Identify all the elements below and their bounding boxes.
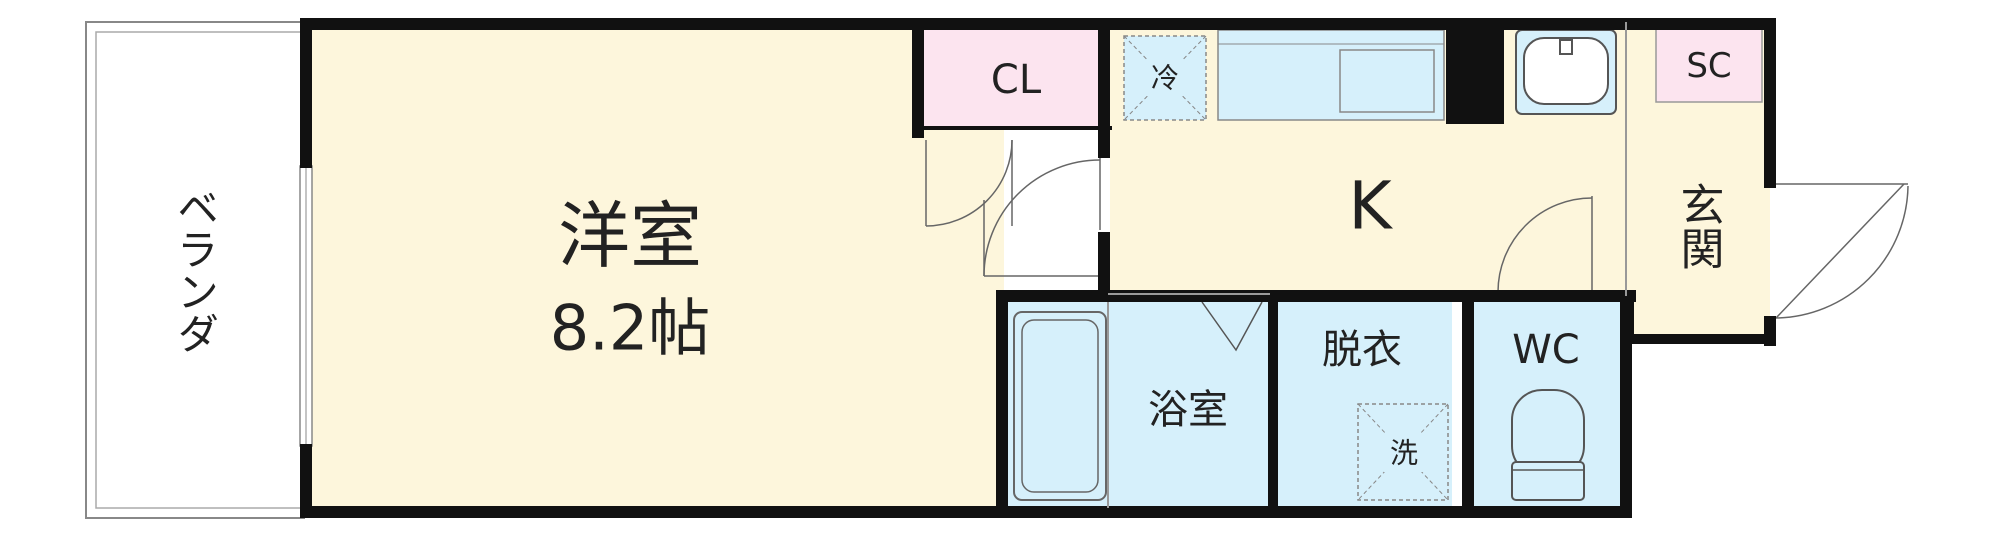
washing-machine-label: 洗 [1390,437,1418,470]
western-room-label: 洋室 [558,194,702,278]
kitchen-label: K [1348,168,1393,245]
entrance-label: 玄関 [1673,182,1724,270]
dressing-room-label: 脱衣 [1322,327,1402,373]
wash-basin [1515,29,1617,115]
washing-machine-space: 洗 [1357,403,1449,501]
western-room-size: 8.2帖 [550,292,711,365]
closet [920,28,1104,130]
bathroom-label: 浴室 [1148,387,1228,433]
balcony-label: ベランダ [171,186,220,354]
partitions [1107,22,1627,508]
refrigerator-space: 冷 [1123,35,1207,121]
toilet-label: WC [1512,327,1579,373]
bathroom-door [1201,301,1263,352]
door-swings [925,139,1909,319]
wall-pillar [1446,28,1504,124]
western-room [304,22,1004,510]
toilet-fixture [1511,389,1585,501]
closet-label: CL [991,57,1042,103]
balcony: ベランダ [85,21,305,519]
window-balcony [299,165,313,447]
bathtub [1013,311,1107,501]
kitchen-counter [1217,29,1445,121]
refrigerator-label: 冷 [1151,62,1179,95]
shoe-cabinet-label: SC [1686,46,1731,86]
